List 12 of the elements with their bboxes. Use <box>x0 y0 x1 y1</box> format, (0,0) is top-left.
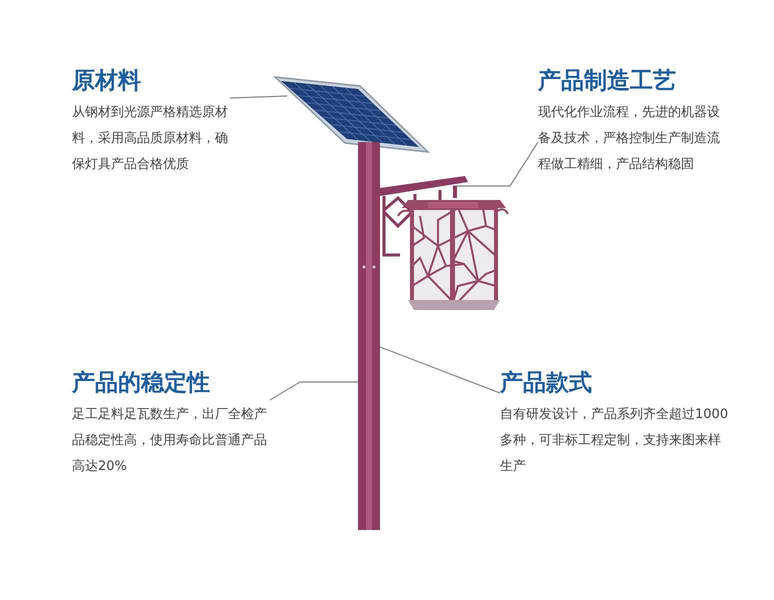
callout-text: 现代化作业流程，先进的机器设备及技术，严格控制生产制造流程做工精细，产品结构稳固 <box>538 104 721 174</box>
callout-text: 从钢材到光源严格精选原材料，采用高品质原材料，确保灯具产品合格优质 <box>72 104 229 174</box>
leader-line <box>230 96 288 98</box>
callout-heading: 产品制造工艺 <box>538 67 677 96</box>
leader-line <box>380 346 500 394</box>
callout-heading: 产品的稳定性 <box>72 369 211 398</box>
callout-heading: 原材料 <box>72 67 142 96</box>
callout-text: 足工足料足瓦数生产，出厂全检产品稳定性高，使用寿命比普通产品高达20% <box>72 406 268 476</box>
callout-text: 自有研发设计，产品系列齐全超过1000多种，可非标工程定制，支持来图来样生产 <box>500 406 730 476</box>
callout-heading: 产品款式 <box>500 369 593 398</box>
leader-line <box>452 142 538 186</box>
leader-line <box>270 382 358 400</box>
